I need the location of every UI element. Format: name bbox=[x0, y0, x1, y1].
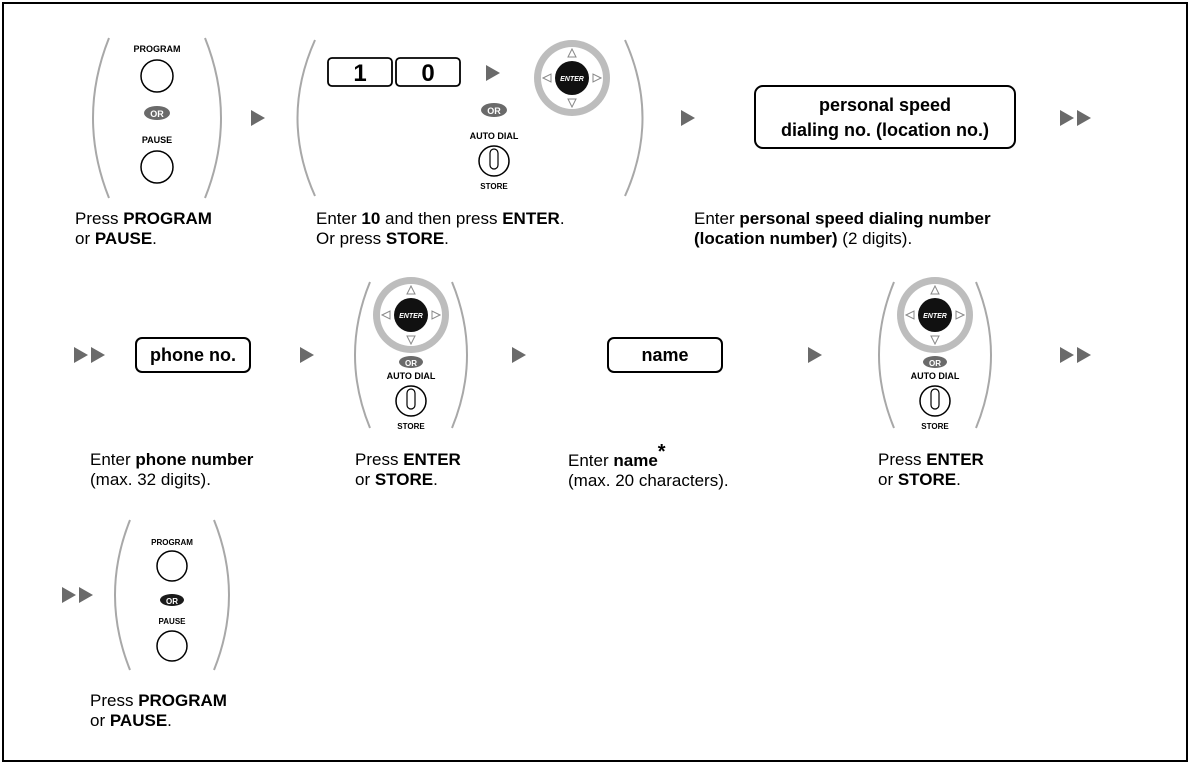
key-0-button bbox=[395, 57, 461, 87]
double-arrow-icon bbox=[62, 587, 76, 603]
or-badge: OR bbox=[405, 359, 417, 368]
name-box: name bbox=[607, 337, 723, 373]
store-key-icon bbox=[909, 370, 961, 432]
enter-or-store-keys-1: OR bbox=[354, 276, 468, 432]
caption-step8: Press PROGRAM or PAUSE. bbox=[90, 691, 227, 730]
enter-or-store-keys-2: OR bbox=[878, 276, 992, 432]
key-1-label: 1 bbox=[353, 60, 366, 87]
program-or-pause-keys bbox=[92, 37, 222, 199]
program-key bbox=[156, 550, 188, 582]
arrow-icon bbox=[808, 347, 822, 363]
arrow-icon bbox=[512, 347, 526, 363]
pause-key-label: PAUSE bbox=[159, 617, 187, 626]
caption-step4: Enter phone number (max. 32 digits). bbox=[90, 450, 254, 489]
double-arrow-icon-part bbox=[1077, 110, 1091, 126]
caption-step5: Press ENTER or STORE. bbox=[355, 450, 461, 489]
arrow-icon bbox=[486, 65, 500, 81]
caption-step3: Enter personal speed dialing number (loc… bbox=[694, 209, 991, 248]
program-key-label: PROGRAM bbox=[151, 538, 193, 547]
key-0-label: 0 bbox=[421, 60, 434, 87]
navigator-enter-icon bbox=[896, 276, 974, 354]
speed-no-line2: dialing no. (location no.) bbox=[781, 120, 989, 140]
phone-no-label: phone no. bbox=[150, 345, 236, 365]
caption-step1: Press PROGRAM or PAUSE. bbox=[75, 209, 212, 248]
double-arrow-icon-part bbox=[91, 347, 105, 363]
arrow-icon bbox=[251, 110, 265, 126]
double-arrow-icon bbox=[74, 347, 88, 363]
name-label: name bbox=[641, 345, 688, 365]
double-arrow-icon-part bbox=[79, 587, 93, 603]
enter-or-store-group: 1 0 OR bbox=[296, 39, 644, 197]
or-badge: OR bbox=[929, 359, 941, 368]
double-arrow-icon bbox=[1060, 110, 1074, 126]
caption-step2: Enter 10 and then press ENTER. Or press … bbox=[316, 209, 565, 248]
program-or-pause-keys-final: PROGRAM OR PAUSE bbox=[114, 519, 230, 671]
navigator-enter-icon bbox=[372, 276, 450, 354]
arrow-icon bbox=[300, 347, 314, 363]
or-badge: OR bbox=[487, 106, 501, 116]
double-arrow-icon-part bbox=[1077, 347, 1091, 363]
phone-number-box: phone no. bbox=[135, 337, 251, 373]
store-key-icon bbox=[385, 370, 437, 432]
speed-dial-number-box: personal speed dialing no. (location no.… bbox=[754, 85, 1016, 149]
or-badge: OR bbox=[166, 597, 178, 606]
navigator-enter-icon bbox=[533, 39, 611, 117]
arrow-icon bbox=[681, 110, 695, 126]
pause-key bbox=[156, 630, 188, 662]
double-arrow-icon bbox=[1060, 347, 1074, 363]
procedure-diagram: PROGRAM OR PAUSE ENTER AUTO DIAL STORE bbox=[62, 37, 1091, 671]
speed-no-line1: personal speed bbox=[819, 95, 951, 115]
caption-step7: Press ENTER or STORE. bbox=[878, 450, 984, 489]
store-key-icon bbox=[468, 130, 520, 192]
caption-step6: Enter name* (max. 20 characters). bbox=[568, 441, 729, 490]
key-1-button bbox=[327, 57, 393, 87]
